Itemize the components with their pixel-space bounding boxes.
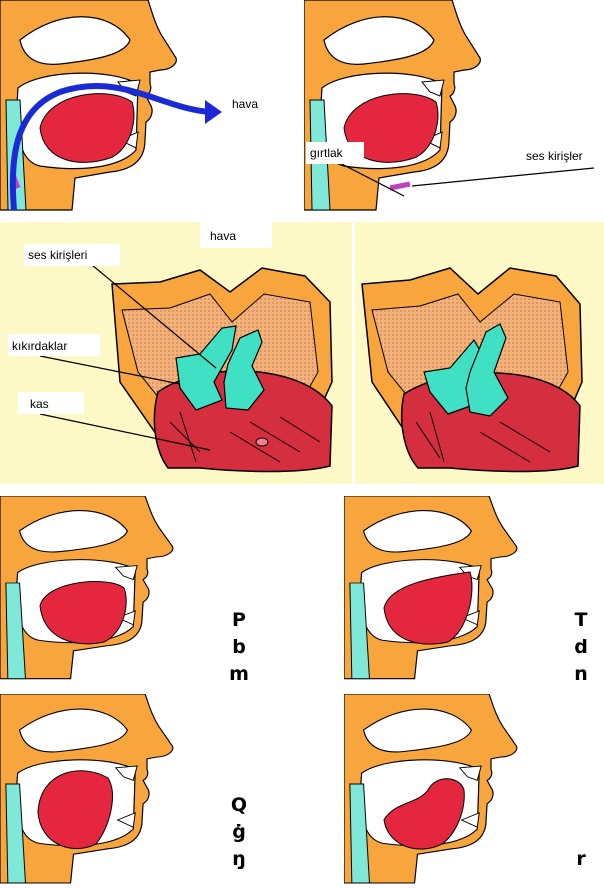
cartilage-label: kıkırdaklar (12, 339, 67, 353)
air-arrow-head (205, 100, 222, 124)
cords-pointer (412, 168, 594, 186)
larynx-label: gırtlak (310, 146, 344, 160)
letter: T (566, 607, 596, 634)
air-label: hava (232, 97, 258, 111)
velar-panel (0, 694, 200, 884)
cords-label: ses kirişler (526, 149, 583, 163)
letter: m (224, 661, 254, 688)
letter: d (566, 634, 596, 661)
cords-label: ses kirişleri (28, 248, 87, 262)
vocal-cords-panel: hava ses kirişleri kıkırdaklar kas (0, 222, 604, 484)
air-label: hava (210, 229, 236, 243)
letter: n (566, 661, 596, 688)
alveolar-letters: T d n (566, 607, 596, 688)
larynx-panel: gırtlak ses kirişler (304, 0, 604, 212)
letter: Q (224, 792, 254, 819)
letter: r (566, 846, 596, 873)
vocal-cords (390, 184, 410, 188)
airflow-panel: hava (0, 0, 300, 212)
muscle-label: kas (30, 397, 49, 411)
bilabial-panel (0, 496, 200, 680)
letter: ġ (224, 819, 254, 846)
letter: P (224, 607, 254, 634)
alveolar-panel (344, 496, 544, 680)
bilabial-letters: P b m (224, 607, 254, 688)
letter: b (224, 634, 254, 661)
letter: ŋ̣ (224, 846, 254, 873)
trill-panel (344, 694, 544, 884)
trill-letters: r (566, 846, 596, 873)
velar-letters: Q ġ ŋ̣ (224, 792, 254, 873)
